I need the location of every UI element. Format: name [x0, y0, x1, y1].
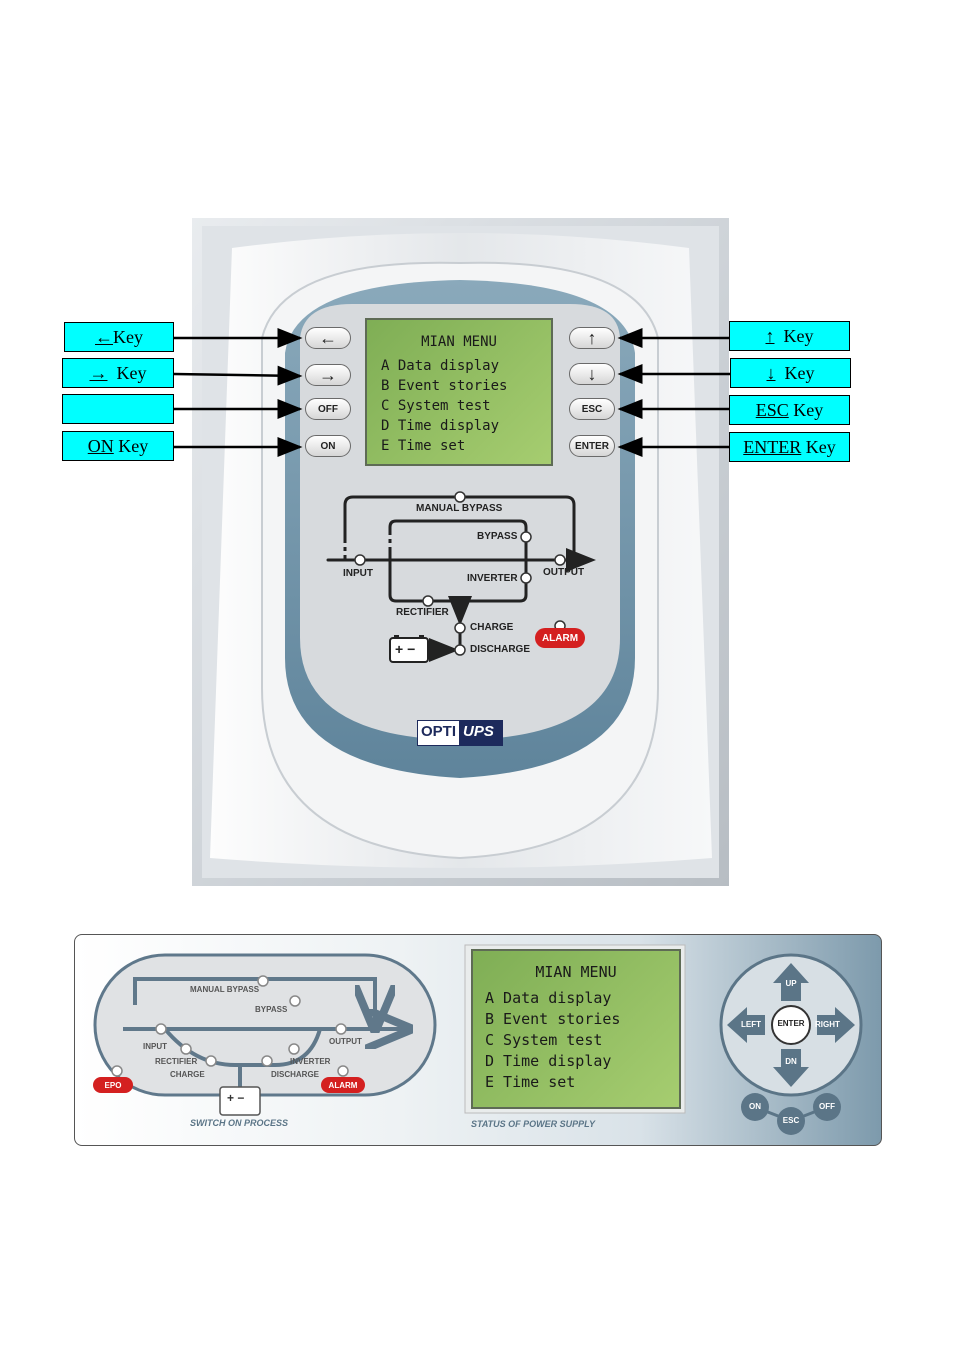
callout-key-symbol: ESC — [755, 399, 789, 420]
front-panel-strip: MANUAL BYPASS BYPASS INPUT OUTPUT RECTIF… — [74, 934, 882, 1146]
power-flow-diagram — [326, 491, 596, 663]
callout-down-key: ↓ Key — [730, 358, 851, 388]
callout-esc-key: ESC Key — [729, 395, 850, 425]
bp-enter-button[interactable]: ENTER — [777, 1019, 805, 1028]
bp-on-button[interactable]: ON — [749, 1102, 761, 1111]
off-key[interactable]: OFF — [305, 398, 351, 420]
callout-key-symbol: → — [89, 362, 108, 383]
right-arrow-icon: → — [319, 365, 337, 385]
bp-up-button[interactable]: UP — [785, 979, 797, 988]
callout-key-word: Key — [113, 326, 143, 347]
on-key[interactable]: ON — [305, 435, 351, 457]
logo-right: UPS — [459, 721, 502, 745]
callout-key-symbol: ↑ — [765, 325, 775, 346]
down-arrow-icon: ↓ — [587, 364, 597, 384]
battery-symbol-label: + − — [395, 641, 416, 657]
callout-arrows — [173, 328, 730, 457]
bp-label-output: OUTPUT — [329, 1037, 362, 1046]
lcd-menu-item: A Data display — [381, 358, 500, 374]
callout-key-symbol: ↓ — [766, 362, 776, 383]
bp-label-bypass: BYPASS — [255, 1005, 288, 1014]
label-charge: CHARGE — [470, 622, 514, 633]
callout-key-word: Key — [783, 325, 814, 346]
label-inverter: INVERTER — [467, 573, 518, 584]
label-input: INPUT — [343, 568, 373, 579]
label-rectifier: RECTIFIER — [396, 607, 449, 618]
bp-label-discharge: DISCHARGE — [271, 1070, 320, 1079]
switch-on-process-label: SWITCH ON PROCESS — [190, 1118, 289, 1128]
lcd-menu-item: B Event stories — [381, 378, 508, 394]
callout-key-word: Key — [784, 362, 815, 383]
callout-key-word: Key — [118, 435, 149, 456]
bp-off-button[interactable]: OFF — [819, 1102, 835, 1111]
bp-label-inverter: INVERTER — [290, 1057, 331, 1066]
logo-left: OPTI — [418, 721, 460, 745]
down-key[interactable]: ↓ — [569, 363, 615, 385]
lcd-menu-item: E Time set — [381, 438, 466, 454]
lcd-menu-item: C System test — [381, 398, 491, 414]
label-bypass: BYPASS — [477, 531, 518, 542]
bp-label-input: INPUT — [143, 1042, 167, 1051]
label-manual-bypass: MANUAL BYPASS — [416, 503, 503, 514]
lcd-menu-item: D Time display — [381, 418, 500, 434]
label-output: OUTPUT — [543, 567, 585, 578]
callout-off-key — [62, 394, 174, 424]
left-arrow-icon: ← — [319, 328, 337, 348]
bp-left-button[interactable]: LEFT — [741, 1020, 761, 1029]
callout-on-key: ON Key — [62, 431, 174, 461]
bp-label-manual-bypass: MANUAL BYPASS — [190, 985, 260, 994]
callout-key-symbol: ON — [87, 435, 114, 456]
bp-esc-button[interactable]: ESC — [782, 1116, 800, 1125]
bp-lcd-menu-item: D Time display — [485, 1052, 612, 1070]
bp-lcd-menu-item: C System test — [485, 1031, 603, 1049]
lcd-screen: MIAN MENU A Data display B Event stories… — [365, 318, 553, 466]
lcd-title: MIAN MENU — [421, 334, 497, 350]
bp-lcd-menu-item: E Time set — [485, 1073, 576, 1091]
bp-label-rectifier: RECTIFIER — [155, 1057, 198, 1066]
callout-key-word: Key — [793, 399, 824, 420]
label-discharge: DISCHARGE — [470, 644, 531, 655]
left-key[interactable]: ← — [305, 327, 351, 349]
callout-left-key: ←Key — [64, 322, 174, 352]
callout-key-symbol: ← — [95, 326, 113, 347]
callout-right-key: → Key — [62, 358, 174, 388]
bp-alarm-indicator: ALARM — [321, 1077, 365, 1093]
bp-lcd-title: MIAN MENU — [535, 963, 617, 981]
bp-battery-symbol: + − — [227, 1091, 245, 1105]
callout-key-word: Key — [116, 362, 147, 383]
battery-icon — [389, 637, 429, 663]
bp-label-charge: CHARGE — [170, 1070, 205, 1079]
callout-key-symbol: ENTER — [743, 436, 802, 457]
enter-key[interactable]: ENTER — [569, 435, 615, 457]
opti-ups-logo: OPTI UPS — [417, 720, 503, 746]
callout-key-word: Key — [805, 436, 836, 457]
up-arrow-icon: ↑ — [587, 328, 597, 348]
alarm-indicator: ALARM — [535, 628, 585, 648]
status-of-power-supply-label: STATUS OF POWER SUPPLY — [471, 1119, 596, 1129]
esc-key[interactable]: ESC — [569, 398, 615, 420]
callout-up-key: ↑ Key — [729, 321, 850, 351]
bp-lcd-menu-item: A Data display — [485, 989, 612, 1007]
bp-lcd-screen: MIAN MENU A Data display B Event stories… — [471, 949, 681, 1109]
callout-enter-key: ENTER Key — [729, 432, 850, 462]
bp-lcd-menu-item: B Event stories — [485, 1010, 621, 1028]
right-key[interactable]: → — [305, 364, 351, 386]
up-key[interactable]: ↑ — [569, 327, 615, 349]
epo-button[interactable]: EPO — [93, 1077, 133, 1093]
bp-right-button[interactable]: RIGHT — [815, 1020, 840, 1029]
bp-down-button[interactable]: DN — [785, 1057, 797, 1066]
